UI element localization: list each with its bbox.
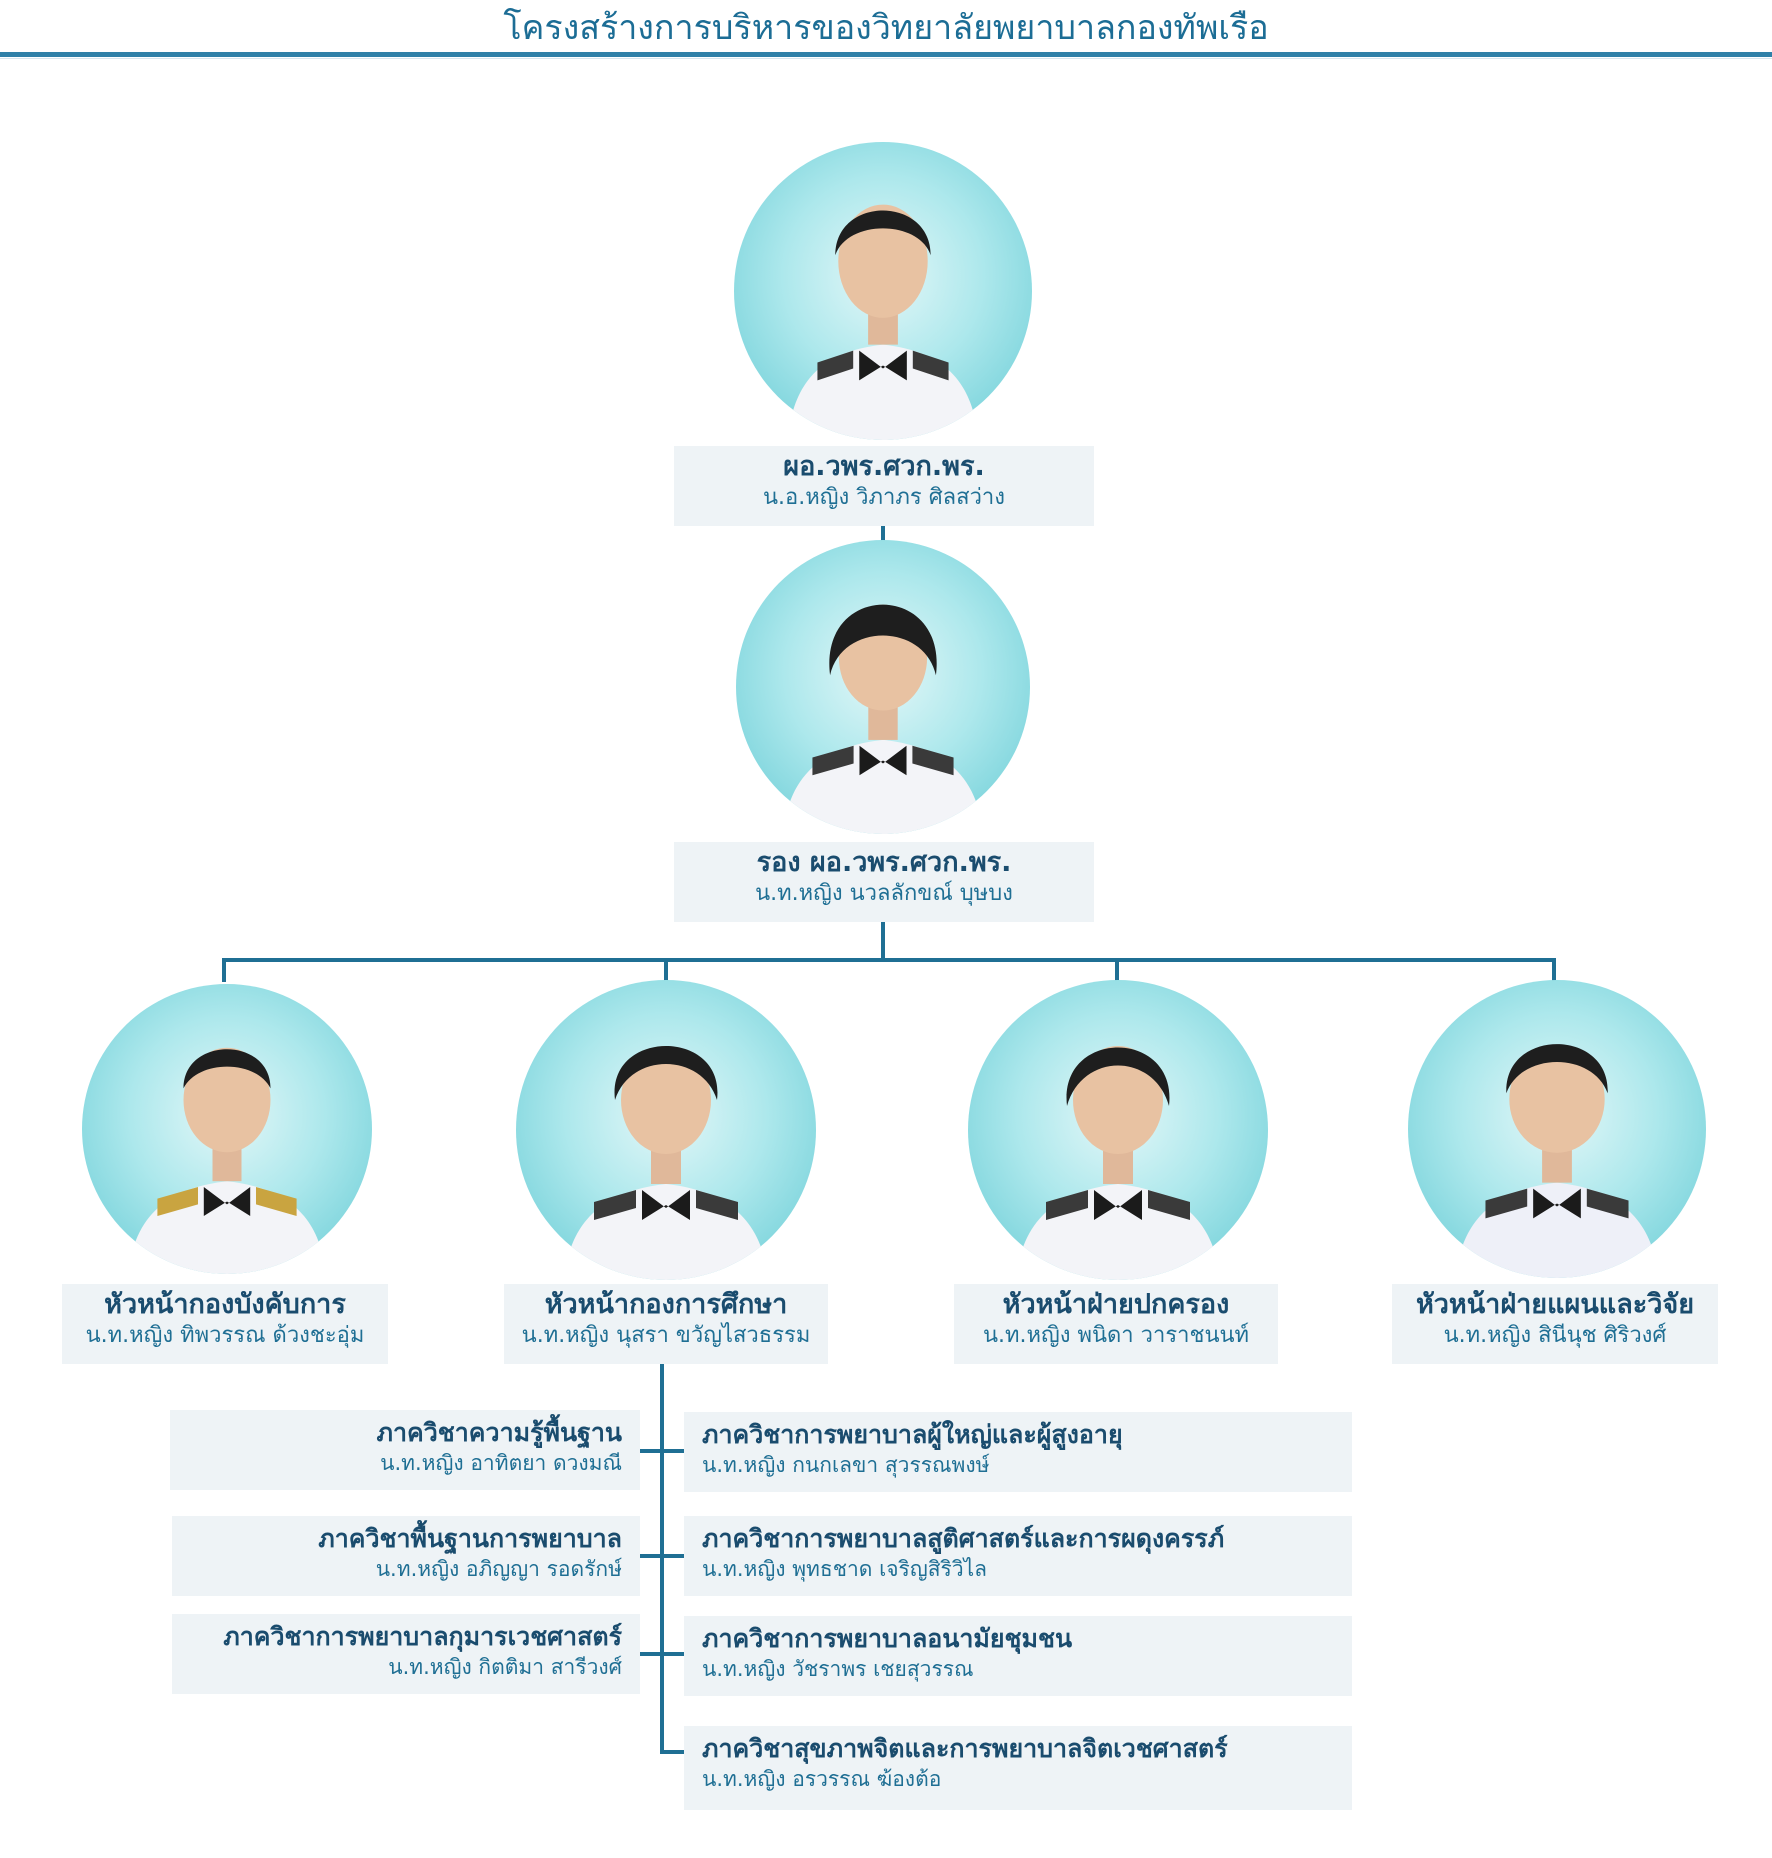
head-position-2: หัวหน้ากองการศึกษา [544,1289,788,1320]
director-photo [734,142,1032,440]
director-box: ผอ.วพร.ศวก.พร. น.อ.หญิง วิภาภร ศิลสว่าง [674,446,1094,526]
portrait-icon [787,204,979,440]
head-name-3: น.ท.หญิง พนิดา วาราชนนท์ [982,1323,1250,1348]
connector-head-1 [222,958,226,982]
connector-dept-left-1 [640,1449,664,1453]
department-title: ภาควิชาพื้นฐานการพยาบาล [318,1524,622,1553]
title-divider [0,52,1772,57]
portrait-icon [1455,1044,1659,1278]
connector-dept-right-2 [660,1554,684,1558]
connector-head-2 [664,958,668,982]
head-position-3: หัวหน้าฝ่ายปกครอง [1002,1289,1230,1320]
connector-head-3 [1115,958,1119,982]
head-box-1: หัวหน้ากองบังคับการ น.ท.หญิง ทิพวรรณ ด้ว… [62,1284,388,1364]
department-left-2: ภาควิชาพื้นฐานการพยาบาล น.ท.หญิง อภิญญา … [172,1516,640,1596]
department-title: ภาควิชาสุขภาพจิตและการพยาบาลจิตเวชศาสตร์ [702,1734,1228,1763]
head-photo-4 [1408,980,1706,1278]
department-head-name: น.ท.หญิง พุทธชาด เจริญสิริวิไล [702,1557,988,1581]
department-head-name: น.ท.หญิง อรวรรณ ฆ้องต้อ [702,1767,942,1791]
head-photo-3 [968,980,1268,1280]
portrait-icon [564,1046,768,1280]
department-title: ภาควิชาความรู้พื้นฐาน [376,1418,622,1447]
portrait-icon [1016,1046,1220,1280]
portrait-icon [783,604,983,834]
page-title: โครงสร้างการบริหารของวิทยาลัยพยาบาลกองทั… [503,8,1269,48]
department-head-name: น.ท.หญิง กนกเลขา สุวรรณพงษ์ [702,1453,990,1477]
head-box-4: หัวหน้าฝ่ายแผนและวิจัย น.ท.หญิง สินีนุช … [1392,1284,1718,1364]
department-left-3: ภาควิชาการพยาบาลกุมารเวชศาสตร์ น.ท.หญิง … [172,1614,640,1694]
department-head-name: น.ท.หญิง กิตติมา สารีวงศ์ [388,1655,622,1679]
deputy-name: น.ท.หญิง นวลลักขณ์ บุษบง [755,881,1013,906]
department-right-2: ภาควิชาการพยาบาลสูติศาสตร์และการผดุงครรภ… [684,1516,1352,1596]
head-photo-2 [516,980,816,1280]
department-title: ภาควิชาการพยาบาลสูติศาสตร์และการผดุงครรภ… [702,1524,1225,1553]
department-right-4: ภาควิชาสุขภาพจิตและการพยาบาลจิตเวชศาสตร์… [684,1726,1352,1810]
connector-dept-right-1 [660,1449,684,1453]
director-position: ผอ.วพร.ศวก.พร. [783,451,985,482]
department-head-name: น.ท.หญิง อภิญญา รอดรักษ์ [375,1557,622,1581]
head-box-3: หัวหน้าฝ่ายปกครอง น.ท.หญิง พนิดา วาราชนน… [954,1284,1278,1364]
deputy-position: รอง ผอ.วพร.ศวก.พร. [756,847,1012,878]
title-divider-light [0,58,1772,59]
connector-horizontal-bar [222,958,1556,962]
department-title: ภาควิชาการพยาบาลอนามัยชุมชน [702,1624,1073,1653]
head-photo-1 [82,984,372,1274]
head-box-2: หัวหน้ากองการศึกษา น.ท.หญิง นุสรา ขวัญไส… [504,1284,828,1364]
department-title: ภาควิชาการพยาบาลผู้ใหญ่และผู้สูงอายุ [702,1420,1123,1449]
connector-dept-right-3 [660,1652,684,1656]
head-name-2: น.ท.หญิง นุสรา ขวัญไสวธรรม [521,1323,811,1348]
connector-dept-left-3 [640,1652,664,1656]
department-head-name: น.ท.หญิง อาทิตยา ดวงมณี [380,1451,622,1475]
director-name: น.อ.หญิง วิภาภร ศิลสว่าง [762,485,1006,510]
connector-director-deputy [881,520,885,544]
department-right-3: ภาควิชาการพยาบาลอนามัยชุมชน น.ท.หญิง วัช… [684,1616,1352,1696]
department-right-1: ภาควิชาการพยาบาลผู้ใหญ่และผู้สูงอายุ น.ท… [684,1412,1352,1492]
portrait-icon [128,1047,326,1274]
connector-dept-left-2 [640,1554,664,1558]
head-position-1: หัวหน้ากองบังคับการ [104,1289,346,1320]
department-title: ภาควิชาการพยาบาลกุมารเวชศาสตร์ [223,1622,622,1651]
head-position-4: หัวหน้าฝ่ายแผนและวิจัย [1415,1289,1695,1320]
connector-head-4 [1552,958,1556,982]
department-left-1: ภาควิชาความรู้พื้นฐาน น.ท.หญิง อาทิตยา ด… [170,1410,640,1490]
deputy-photo [736,540,1030,834]
connector-deputy-bar [881,908,885,960]
head-name-1: น.ท.หญิง ทิพวรรณ ด้วงชะอุ่ม [85,1323,365,1348]
head-name-4: น.ท.หญิง สินีนุช ศิริวงศ์ [1443,1323,1667,1348]
connector-dept-right-4 [660,1750,684,1754]
department-head-name: น.ท.หญิง วัชราพร เชยสุวรรณ [702,1657,974,1681]
deputy-box: รอง ผอ.วพร.ศวก.พร. น.ท.หญิง นวลลักขณ์ บุ… [674,842,1094,922]
